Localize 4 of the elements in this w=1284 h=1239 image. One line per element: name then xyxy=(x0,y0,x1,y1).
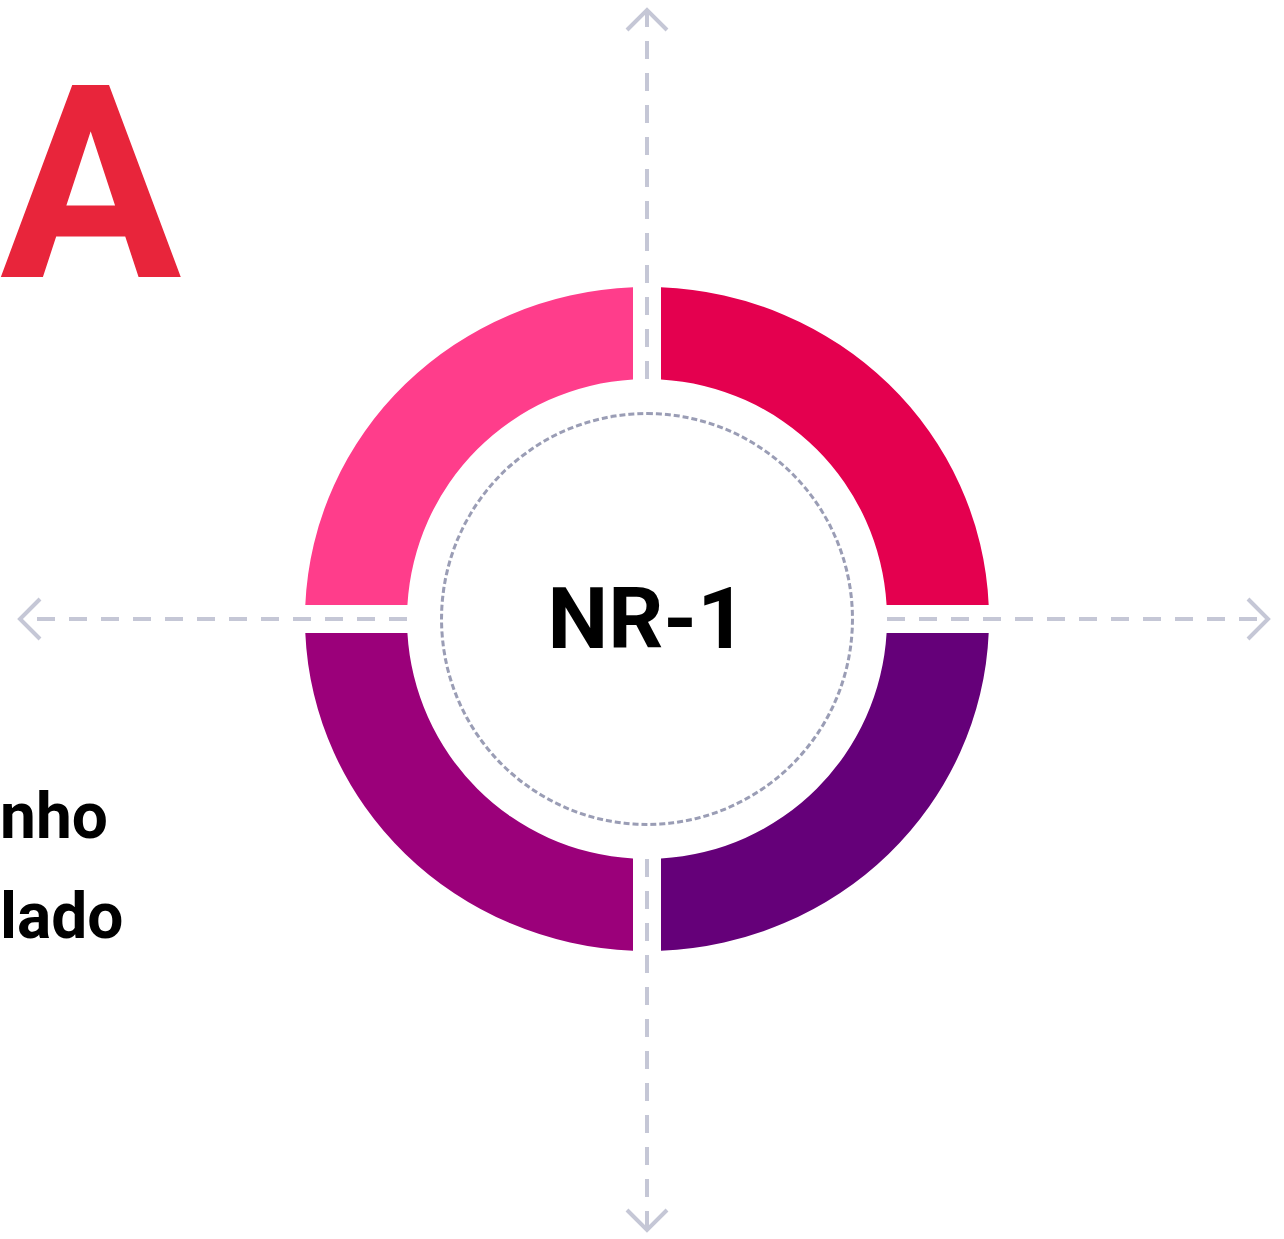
heading-letter: A xyxy=(0,50,182,320)
text-fragment: lado xyxy=(0,885,124,949)
text-fragment: nho xyxy=(0,785,108,849)
center-title: NR-1 xyxy=(547,576,747,662)
